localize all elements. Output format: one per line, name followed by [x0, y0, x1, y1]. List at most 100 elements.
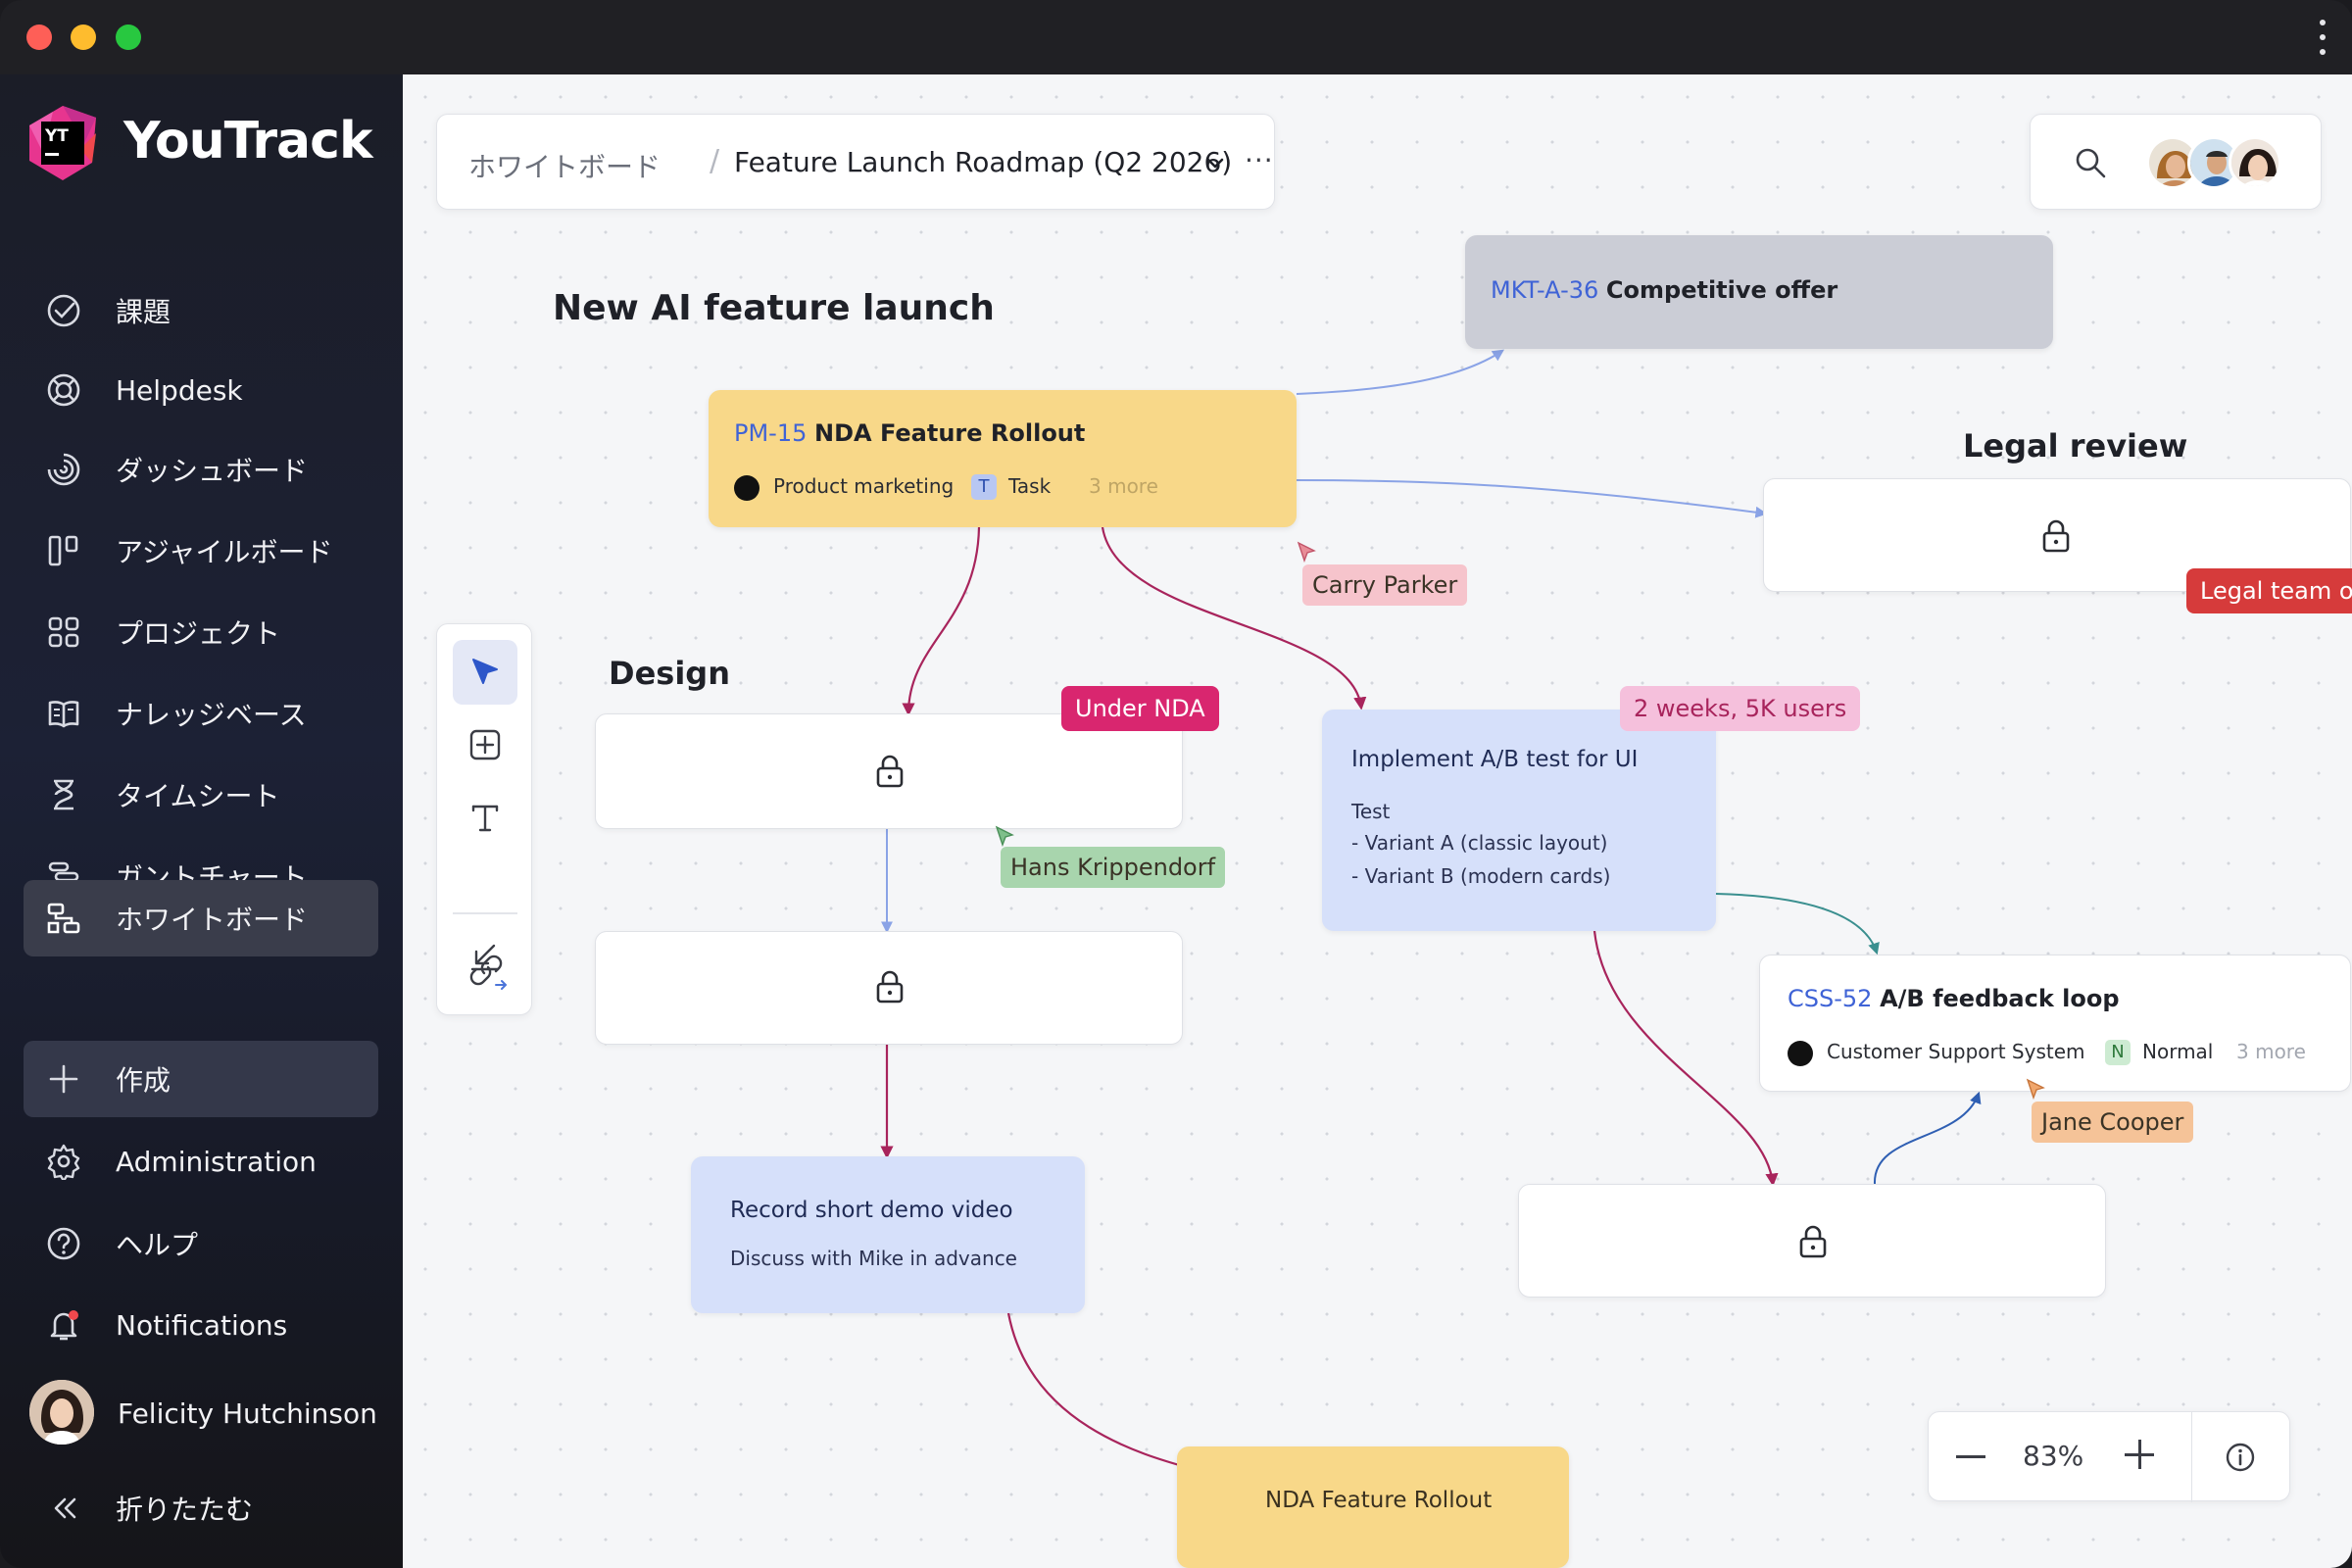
sidebar-item-projects[interactable]: プロジェクト [24, 594, 378, 670]
breadcrumb-root-link[interactable]: ホワイトボード [468, 151, 662, 183]
collaborators-panel [2030, 114, 2322, 210]
issue-type: Task [1008, 474, 1052, 498]
select-tool-button[interactable] [453, 640, 517, 705]
chevron-down-icon[interactable] [1203, 152, 1227, 175]
search-icon[interactable] [2074, 146, 2107, 179]
zoom-in-button[interactable] [2125, 1440, 2154, 1469]
project-name: Product marketing [773, 474, 955, 498]
text-tool-button[interactable] [453, 785, 517, 850]
project-icon [734, 475, 760, 501]
zoom-controls: 83% [1928, 1411, 2290, 1502]
collapse-label: 折りたたむ [116, 1494, 254, 1526]
connector-ab-to-css[interactable] [1715, 893, 1880, 956]
collapse-sidebar-button[interactable]: 折りたたむ [24, 1470, 378, 1546]
zoom-level[interactable]: 83% [2023, 1440, 2084, 1472]
sidebar-item-agile-boards[interactable]: アジャイルボード [24, 513, 378, 589]
note-ab-test[interactable]: Implement A/B test for UI Test - Variant… [1322, 710, 1716, 931]
toolbar-divider [453, 912, 517, 914]
issue-card-css[interactable]: CSS-52 A/B feedback loop Customer Suppor… [1759, 955, 2351, 1092]
sidebar-item-label: タイムシート [116, 780, 280, 812]
issue-title: Competitive offer [1605, 276, 1838, 304]
collaborator-avatar[interactable] [2229, 136, 2281, 189]
sidebar-item-notifications[interactable]: Notifications [24, 1287, 378, 1363]
connectors-layer [880, 349, 1982, 1568]
locked-card-review[interactable] [1518, 1184, 2106, 1298]
issue-id[interactable]: PM-15 [734, 419, 808, 447]
connector-pm-to-mkt[interactable] [1296, 349, 1504, 395]
issue-card-mkt[interactable]: MKT-A-36 Competitive offer [1465, 235, 2053, 349]
minimize-window-button[interactable] [71, 24, 96, 50]
help-circle-icon [47, 1227, 80, 1260]
link-icon[interactable] [466, 950, 510, 993]
whiteboard-icon [47, 903, 80, 934]
locked-card-design-second[interactable] [595, 931, 1183, 1045]
lifebuoy-icon [47, 373, 80, 407]
cursor-label-carry: Carry Parker [1302, 564, 1468, 606]
breadcrumb-separator: / [710, 144, 720, 178]
issue-id[interactable]: MKT-A-36 [1491, 276, 1599, 304]
tools-toolbar [436, 623, 532, 1015]
connector-pm-to-ab[interactable] [1101, 526, 1367, 710]
locked-card-design[interactable] [595, 713, 1183, 829]
whiteboard-canvas[interactable]: ホワイトボード / Feature Launch Roadmap (Q2 202… [403, 74, 2352, 1568]
sidebar-item-label: Notifications [116, 1308, 288, 1342]
maximize-window-button[interactable] [116, 24, 141, 50]
type-badge: T [971, 474, 997, 500]
sidebar-item-administration[interactable]: Administration [24, 1123, 378, 1200]
info-icon[interactable] [2225, 1442, 2256, 1473]
note-title: Implement A/B test for UI [1351, 747, 1639, 772]
create-button[interactable]: 作成 [24, 1041, 378, 1117]
issue-title: A/B feedback loop [1880, 985, 2120, 1012]
sidebar-item-label: ヘルプ [116, 1229, 199, 1261]
youtrack-logo-icon[interactable]: YT [24, 104, 102, 182]
priority-badge: N [2105, 1040, 2131, 1065]
sidebar-item-dashboards[interactable]: ダッシュボード [24, 431, 378, 508]
plus-square-icon [469, 729, 501, 760]
connector-ab-to-locked[interactable] [1592, 930, 1779, 1187]
more-fields-link[interactable]: 3 more [2236, 1040, 2306, 1063]
add-card-tool-button[interactable] [453, 712, 517, 777]
sidebar-item-label: ダッシュボード [116, 455, 309, 487]
note-line: - Variant A (classic layout) [1351, 831, 1608, 855]
sidebar-item-help[interactable]: ヘルプ [24, 1205, 378, 1282]
zoom-divider [2191, 1412, 2192, 1502]
connector-pm-to-design[interactable] [902, 526, 981, 716]
connector-demo-to-nda[interactable] [1006, 1312, 1198, 1472]
collaborator-avatar[interactable] [2146, 136, 2199, 189]
sidebar-item-label: 課題 [116, 296, 172, 328]
sidebar-item-helpdesk[interactable]: Helpdesk [24, 352, 378, 428]
section-heading-legal: Legal review [1963, 427, 2188, 465]
board-title[interactable]: Feature Launch Roadmap (Q2 2026) [734, 146, 1233, 178]
connector-pm-to-legal[interactable] [1296, 479, 1768, 518]
sidebar-item-whiteboards[interactable]: ホワイトボード [24, 880, 378, 956]
sidebar-item-label: ナレッジベース [116, 699, 307, 731]
connector-locked-to-css[interactable] [1873, 1091, 1982, 1185]
issue-id[interactable]: CSS-52 [1788, 985, 1873, 1012]
zoom-out-button[interactable] [1956, 1455, 1985, 1458]
note-nda-rollout[interactable]: NDA Feature Rollout [1177, 1446, 1569, 1568]
collaborator-cursor-icon [2026, 1078, 2045, 1100]
note-demo-video[interactable]: Record short demo video Discuss with Mik… [691, 1156, 1085, 1313]
avatar [29, 1380, 94, 1445]
note-line: - Variant B (modern cards) [1351, 864, 1611, 888]
cursor-label-jane: Jane Cooper [2032, 1102, 2194, 1143]
section-heading-main: New AI feature launch [553, 288, 995, 328]
user-profile[interactable]: Felicity Hutchinson [29, 1380, 382, 1448]
hourglass-icon [54, 779, 74, 810]
window-menu-icon[interactable] [2317, 20, 2328, 55]
sidebar-item-knowledge-base[interactable]: ナレッジベース [24, 675, 378, 752]
collaborator-cursor-icon [1297, 541, 1316, 563]
under-nda-tag: Under NDA [1061, 686, 1219, 731]
sidebar-item-label: プロジェクト [116, 617, 281, 650]
sidebar-item-issues[interactable]: 課題 [24, 272, 378, 349]
sidebar-item-label: Administration [116, 1145, 317, 1178]
project-icon [1788, 1041, 1813, 1066]
issue-card-pm[interactable]: PM-15 NDA Feature Rollout Product market… [709, 390, 1297, 527]
board-more-button[interactable]: ··· [1245, 144, 1274, 176]
close-window-button[interactable] [26, 24, 52, 50]
more-fields-link[interactable]: 3 more [1089, 474, 1158, 498]
note-line: Discuss with Mike in advance [730, 1247, 1017, 1270]
sidebar-item-timesheets[interactable]: タイムシート [24, 757, 378, 833]
legal-only-tag: Legal team only [2186, 568, 2352, 613]
